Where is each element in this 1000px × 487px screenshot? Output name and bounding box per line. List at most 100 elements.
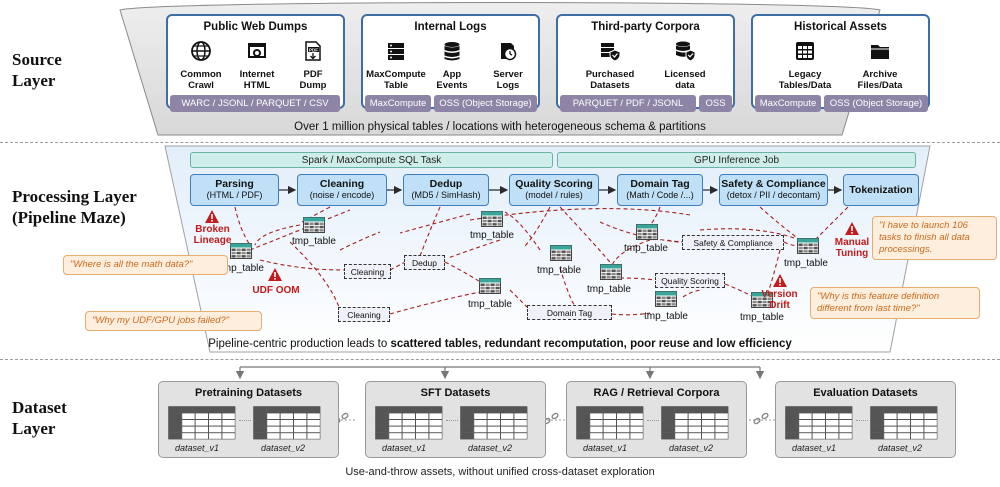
warning-icon <box>845 222 859 235</box>
tmp-table-label: tmp_table <box>220 263 264 274</box>
dataset-group-title: Evaluation Datasets <box>813 387 918 399</box>
source-group-title: Public Web Dumps <box>203 21 308 33</box>
quote-feature-definition: "Why is this feature definition differen… <box>810 287 980 319</box>
source-footer: OSS (Object Storage) <box>434 95 537 112</box>
source-item-label: Legacy Tables/Data <box>778 69 832 91</box>
tmp-table-icon <box>230 243 252 264</box>
tmp-table-icon <box>479 278 501 299</box>
source-footer: MaxCompute <box>365 95 431 112</box>
source-item-label: Licensed data <box>664 69 706 91</box>
tmp-table-label: tmp_table <box>470 230 514 241</box>
dataset-table-icon <box>375 406 443 445</box>
separator-processing-dataset <box>0 359 1000 360</box>
warning-icon <box>205 210 219 223</box>
processing-layer-note: Pipeline-centric production leads to sca… <box>0 338 1000 350</box>
folder-icon <box>871 45 889 59</box>
source-item-label: Common Crawl <box>180 69 222 91</box>
task-bar-spark: Spark / MaxCompute SQL Task <box>190 152 553 168</box>
table-grid-icon <box>796 42 814 60</box>
tmp-table-label: tmp_table <box>292 236 336 247</box>
tmp-table-icon <box>600 264 622 285</box>
webpage-icon <box>248 43 266 58</box>
server-icon <box>388 43 404 60</box>
source-layer-note: Over 1 million physical tables / locatio… <box>294 121 706 133</box>
task-bar-gpu: GPU Inference Job <box>557 152 916 168</box>
quote-udf-failed: "Why my UDF/GPU jobs failed?" <box>85 311 262 331</box>
stage-name: Dedup <box>429 178 463 190</box>
dataset-link-icon <box>647 420 659 427</box>
source-group-third-party-corpora: Third-party Corpora Purchased Datasets L… <box>556 14 735 109</box>
stage-domain-tag: Domain Tag (Math / Code /...) <box>617 174 703 206</box>
source-group-title: Third-party Corpora <box>591 21 700 33</box>
dataset-layer-title: Dataset Layer <box>12 398 67 438</box>
stage-desc: (MD5 / SimHash) <box>411 190 481 200</box>
source-group-internal-logs: Internal Logs MaxCompute Table App Event… <box>361 14 540 109</box>
stage-name: Cleaning <box>319 178 365 190</box>
warning-icon <box>773 274 787 287</box>
source-item-label: App Events <box>436 69 468 91</box>
maze-box-dedup: Dedup <box>404 255 445 270</box>
dataset-table-icon <box>576 406 644 445</box>
source-item-label: Internet HTML <box>239 69 275 91</box>
tmp-table-label: tmp_table <box>468 299 512 310</box>
maze-box-quality-scoring: Quality Scoring <box>655 273 725 288</box>
globe-icon <box>191 41 211 61</box>
tmp-table-icon <box>303 217 325 238</box>
tmp-table-label: tmp_table <box>784 258 828 269</box>
separator-source-processing <box>0 142 1000 143</box>
tmp-table-icon <box>636 224 658 245</box>
dataset-group-title: SFT Datasets <box>420 387 491 399</box>
source-item-label: PDF Dump <box>299 69 327 91</box>
warning-manual-tuning: Manual Tuning <box>834 237 870 259</box>
stage-desc: (HTML / PDF) <box>206 190 263 200</box>
source-item: PDF PDF Dump <box>283 40 343 91</box>
dataset-table-icon <box>460 406 528 445</box>
tmp-table-label: tmp_table <box>537 265 581 276</box>
source-group-title: Internal Logs <box>414 21 487 33</box>
tmp-table-label: tmp_table <box>740 312 784 323</box>
dataset-table-icon <box>870 406 938 445</box>
source-footer: OSS (Object Storage) <box>824 95 928 112</box>
source-item: Legacy Tables/Data <box>775 40 835 91</box>
dataset-link-icon <box>239 420 251 427</box>
dataset-group-title: Pretraining Datasets <box>195 387 302 399</box>
database-icon <box>444 42 460 61</box>
stage-quality-scoring: Quality Scoring (model / rules) <box>509 174 599 206</box>
stage-name: Quality Scoring <box>515 178 593 190</box>
stage-desc: (detox / PII / decontam) <box>726 190 821 200</box>
source-footer: PARQUET / PDF / JSONL <box>560 95 696 112</box>
source-item-label: Server Logs <box>493 69 523 91</box>
processing-note-prefix: Pipeline-centric production leads to <box>208 338 391 350</box>
tmp-table-icon <box>481 211 503 232</box>
svg-text:PDF: PDF <box>309 47 318 52</box>
quote-106-tasks: "I have to launch 106 tasks to finish al… <box>872 216 997 260</box>
warning-icon <box>268 268 282 281</box>
dataset-table-icon <box>785 406 853 445</box>
dataset-version-label: dataset_v1 <box>382 443 427 453</box>
source-item-label: Purchased Datasets <box>585 69 635 91</box>
stage-desc: (noise / encode) <box>309 190 375 200</box>
dataset-table-icon <box>168 406 236 445</box>
stage-name: Safety & Compliance <box>721 178 826 190</box>
maze-box-domain-tag: Domain Tag <box>527 305 612 320</box>
source-item: MaxCompute Table <box>366 40 426 91</box>
secured-server-icon <box>601 43 621 62</box>
stage-dedup: Dedup (MD5 / SimHash) <box>403 174 489 206</box>
dataset-version-label: dataset_v2 <box>669 443 714 453</box>
tmp-table-label: tmp_table <box>624 243 668 254</box>
dataset-layer-note: Use-and-throw assets, without unified cr… <box>345 466 655 478</box>
processing-layer-title: Processing Layer (Pipeline Maze) <box>12 187 137 227</box>
source-footer: MaxCompute <box>755 95 821 112</box>
stage-name: Domain Tag <box>630 178 690 190</box>
warning-broken-lineage: Broken Lineage <box>193 224 232 246</box>
dataset-link-icon <box>446 420 458 427</box>
dataset-version-label: dataset_v1 <box>792 443 837 453</box>
maze-box-cleaning: Cleaning <box>338 307 390 322</box>
source-group-title: Historical Assets <box>794 21 887 33</box>
stage-safety-compliance: Safety & Compliance (detox / PII / decon… <box>719 174 828 206</box>
source-item: Internet HTML <box>227 40 287 91</box>
warning-udf-oom: UDF OOM <box>252 285 300 296</box>
